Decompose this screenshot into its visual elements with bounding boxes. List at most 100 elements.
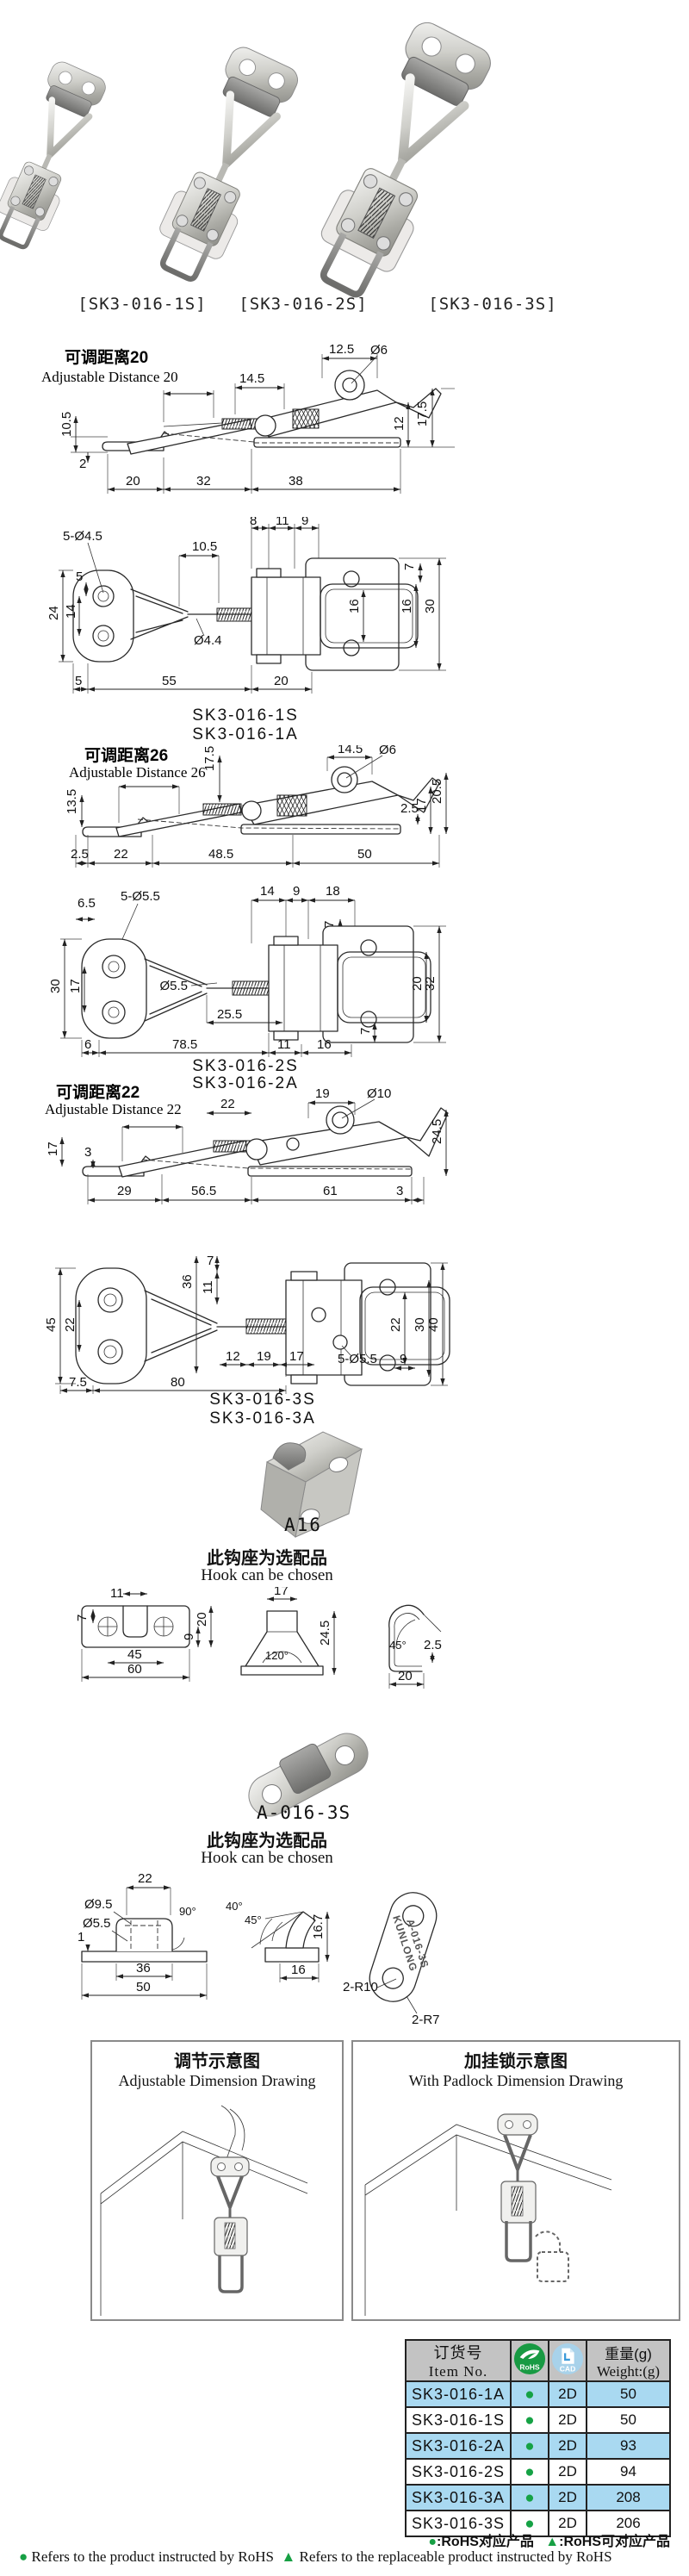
product-photos	[0, 22, 491, 298]
d1-dim-17-5: 17.5	[415, 401, 430, 426]
footer-en-tri-text: Refers to the replaceable product instru…	[299, 2548, 612, 2565]
drawing-top-view-1: 8 11 9 5-Ø4.5 Ø4.4 10.5 24 14 5 7 16 16 …	[47, 517, 446, 744]
d5-dim-61: 61	[323, 1184, 338, 1198]
rohs-dot: ●	[510, 2380, 549, 2408]
a016-dim-2r10: 2-R10	[343, 1980, 378, 1994]
d3-dim-17-5: 17.5	[202, 746, 217, 771]
cad-2d: 2D	[548, 2510, 587, 2537]
d5-dim-24-5: 24.5	[430, 1119, 444, 1144]
a16-dim-17: 17	[274, 1587, 289, 1598]
cad-2d: 2D	[548, 2380, 587, 2408]
d2-dim-11: 11	[276, 517, 289, 528]
product-photo-1	[0, 61, 106, 250]
d2-dim-8: 8	[250, 517, 257, 528]
d4-dim-30: 30	[48, 979, 63, 993]
d3-dim-22: 22	[114, 847, 128, 862]
d1-dim-14-5: 14.5	[239, 371, 264, 386]
a016-label: A-016-3S	[257, 1802, 351, 1823]
d6-caption-2: SK3-016-3A	[209, 1409, 316, 1428]
drawing-top-view-2: 6.5 5-Ø5.5 14 9 18 7 Ø5.5 30 17 25.5 7 2…	[48, 884, 446, 1090]
d4-dim-r7: 7	[358, 1028, 373, 1035]
a16-dim-45: 45	[127, 1647, 142, 1662]
a16-dim-20: 20	[195, 1612, 209, 1627]
d3-dim-50: 50	[357, 847, 372, 862]
panel-adjustable: 调节示意图 Adjustable Dimension Drawing	[90, 2040, 344, 2321]
d6-dim-holes: 5-Ø5.5	[338, 1352, 377, 1366]
d2-dim-b55: 55	[162, 674, 177, 688]
rohs-dot: ●	[510, 2458, 549, 2486]
a016-dim-16-7: 16.7	[311, 1914, 326, 1939]
drawing-top-view-3: 45 22 36 7 11 22 30 40 12 19 17 5-Ø5.5 9…	[44, 1254, 450, 1428]
d3-title-en: Adjustable Distance 26	[69, 764, 206, 781]
d4-dim-25-5: 25.5	[217, 1007, 242, 1022]
d6-dim-b9: 9	[400, 1352, 407, 1366]
panel-padlock-title-en: With Padlock Dimension Drawing	[408, 2072, 624, 2089]
d2-dim-5: 5	[76, 569, 83, 584]
d6-dim-36: 36	[180, 1274, 195, 1289]
a016-dim-b16: 16	[291, 1963, 306, 1977]
a016-dim-36: 36	[136, 1961, 151, 1976]
spec-table-header-row: 订货号 Item No. RoHS CAD	[405, 2339, 671, 2382]
a016-dim-40: 40°	[226, 1900, 243, 1913]
a16-drawings: 11 7 20 9 45 60 17 120° 24.5 45° 2.5 20	[75, 1587, 442, 1689]
a016-dim-50: 50	[136, 1980, 151, 1994]
col-header-rohs: RoHS	[510, 2339, 549, 2382]
weight: 94	[586, 2458, 671, 2486]
rohs-dot-icon: ●	[19, 2548, 28, 2565]
item-no: SK3-016-3A	[405, 2484, 512, 2511]
d4-caption-2: SK3-016-2A	[192, 1074, 299, 1090]
d3-dim-13-5: 13.5	[65, 789, 79, 814]
d6-dim-l22: 22	[63, 1317, 78, 1332]
product-photo-2	[159, 47, 298, 282]
a16-dim-120: 120°	[265, 1649, 289, 1662]
d6-dim-45: 45	[44, 1317, 59, 1332]
d1-dim-20: 20	[126, 474, 140, 488]
item-no: SK3-016-3S	[405, 2510, 512, 2537]
d5-dim-l17: 17	[46, 1142, 60, 1156]
d2-dim-9: 9	[301, 517, 308, 528]
svg-text:CAD: CAD	[560, 2364, 576, 2373]
col-header-item-en: Item No.	[428, 2363, 488, 2380]
a016-note-en: Hook can be chosen	[201, 1849, 333, 1867]
d2-dim-r16: 16	[400, 599, 414, 613]
a016-dim-d95: Ø9.5	[84, 1897, 113, 1912]
d2-dim-b5: 5	[75, 674, 82, 688]
d4-dim-b11: 11	[277, 1037, 291, 1052]
weight: 50	[586, 2380, 671, 2408]
d2-caption-1: SK3-016-1S	[192, 706, 299, 725]
a16-dim-b20: 20	[398, 1669, 413, 1683]
d2-dim-24: 24	[47, 606, 61, 620]
drawing-side-view-3: 可调距离22 Adjustable Distance 22 22 19 Ø10 …	[45, 1084, 449, 1204]
a16-photo	[260, 1431, 363, 1538]
d3-dim-bl2-5: 2.5	[71, 847, 89, 862]
rohs-dot: ●	[510, 2432, 549, 2460]
footer-en: ● Refers to the product instructed by Ro…	[19, 2548, 612, 2566]
d2-dim-rod: Ø4.4	[194, 633, 222, 648]
d4-dim-18: 18	[326, 884, 340, 899]
d5-dim-t19: 19	[315, 1086, 330, 1101]
panel-padlock-sketch	[364, 2113, 612, 2316]
d2-dim-30: 30	[423, 599, 438, 613]
d6-dim-b12: 12	[226, 1349, 240, 1364]
d3-dim-r2-5: 2.5	[400, 801, 419, 816]
d4-dim-rod: Ø5.5	[159, 979, 188, 993]
d6-dim-7-5: 7.5	[69, 1375, 87, 1390]
d2-dim-holes: 5-Ø4.5	[63, 529, 102, 544]
product-label-1: [SK3-016-1S]	[78, 295, 207, 314]
a016-drawings: 22 Ø9.5 Ø5.5 1 90° 36 50 40° 45° 16.7 16…	[78, 1871, 440, 2027]
footer-cn: ●:RoHS对应产品 ▲:RoHS可对应产品	[428, 2535, 670, 2549]
rohs-triangle-icon: ▲	[281, 2548, 296, 2565]
table-row: SK3-016-2A ● 2D 93	[405, 2432, 671, 2460]
d2-dim-7: 7	[402, 563, 417, 570]
drawing-side-view-1: 可调距离20 Adjustable Distance 20 14.5 12.5 …	[41, 342, 455, 494]
d4-dim-b16: 16	[317, 1037, 332, 1052]
d2-dim-m16: 16	[347, 599, 362, 613]
panel-adjustable-sketch	[100, 2105, 308, 2316]
panel-adjustable-title-en: Adjustable Dimension Drawing	[118, 2072, 316, 2089]
d6-dim-r30: 30	[413, 1317, 427, 1332]
d1-dim-38: 38	[289, 474, 303, 488]
d5-dim-dia10: Ø10	[367, 1086, 391, 1101]
d4-caption-1: SK3-016-2S	[192, 1057, 299, 1075]
d5-dim-56-5: 56.5	[191, 1184, 216, 1198]
d6-dim-r40: 40	[426, 1317, 441, 1332]
